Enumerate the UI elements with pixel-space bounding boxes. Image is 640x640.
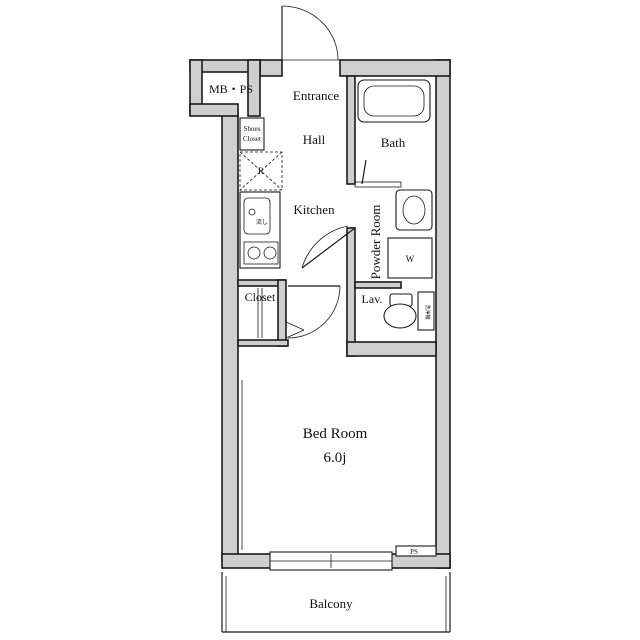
room-labels: MB・PS Entrance Hall Bath Shoes Closet R … bbox=[209, 82, 431, 611]
label-ps: PS bbox=[410, 548, 418, 556]
label-lav: Lav. bbox=[362, 292, 383, 306]
balcony-window bbox=[269, 551, 393, 571]
bathtub bbox=[357, 79, 431, 123]
label-bath: Bath bbox=[381, 135, 406, 150]
interior-walls bbox=[237, 75, 437, 357]
label-bedroom-size: 6.0j bbox=[324, 450, 347, 466]
label-mbps: MB・PS bbox=[209, 82, 253, 96]
label-toilet-remote: 洗浄機 bbox=[424, 304, 431, 319]
label-bedroom: Bed Room bbox=[303, 426, 368, 442]
washer-space bbox=[387, 237, 433, 279]
powder-room-door bbox=[301, 225, 356, 269]
bath-door bbox=[361, 159, 367, 185]
label-hall: Hall bbox=[303, 132, 326, 147]
label-kitchen: Kitchen bbox=[293, 202, 335, 217]
label-closet: Closet bbox=[245, 290, 276, 304]
toilet bbox=[383, 291, 435, 331]
label-sink: 流し bbox=[256, 218, 268, 226]
balcony bbox=[221, 572, 451, 633]
label-washer: W bbox=[406, 254, 415, 264]
label-powder-room: Powder Room bbox=[368, 205, 383, 280]
outer-walls bbox=[189, 59, 451, 569]
entrance-door bbox=[281, 5, 340, 61]
hall-door bbox=[287, 285, 341, 339]
label-shoes: Shoes bbox=[244, 125, 261, 133]
label-shoes-closet: Closet bbox=[243, 135, 261, 143]
label-balcony: Balcony bbox=[309, 596, 353, 611]
closet-doors bbox=[257, 288, 305, 339]
refrigerator-space bbox=[239, 151, 283, 191]
label-entrance: Entrance bbox=[293, 88, 339, 103]
kitchen-counter bbox=[239, 191, 281, 269]
ps-box bbox=[395, 545, 437, 557]
label-fridge: R bbox=[258, 166, 264, 176]
shoes-closet bbox=[239, 117, 265, 151]
washbasin bbox=[395, 189, 433, 231]
